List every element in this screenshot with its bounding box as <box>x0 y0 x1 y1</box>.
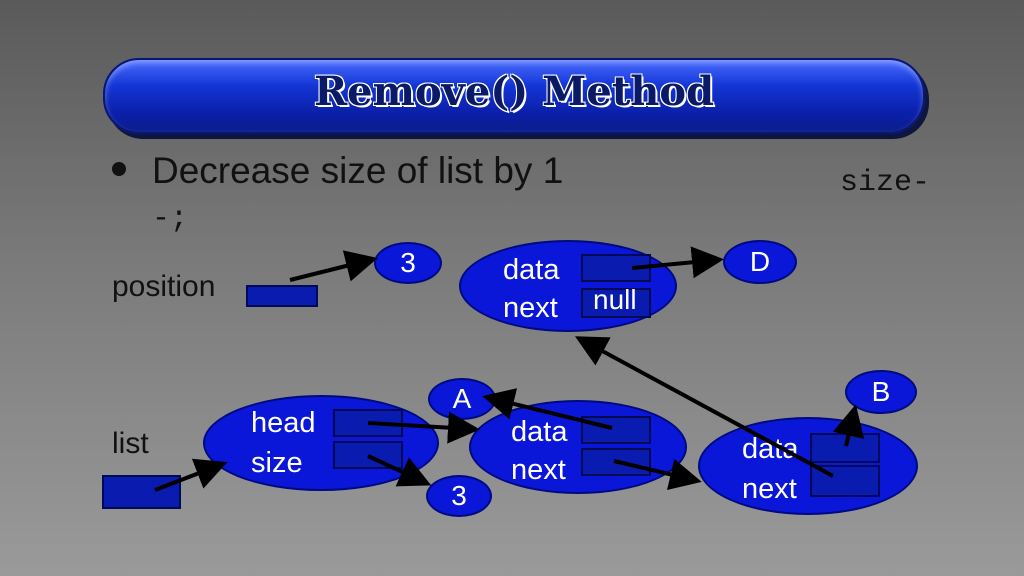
node-top: data next null <box>459 240 677 332</box>
arrow-position-to-3 <box>289 250 378 282</box>
slide-title: Remove() Method <box>313 68 715 115</box>
node-top-data-label: data <box>503 254 560 286</box>
bullet-text: Decrease size of list by 1 <box>152 150 564 191</box>
arrow-node-b-next-to-top <box>574 336 834 478</box>
code-line-2: -; <box>152 202 189 236</box>
arrow-list-to-header <box>154 458 228 492</box>
size-value-node: 3 <box>426 475 492 517</box>
size-label: size <box>251 447 303 479</box>
position-label: position <box>112 270 216 303</box>
arrow-size-to-3 <box>367 454 432 487</box>
node-a-data-label: data <box>511 416 568 448</box>
node-b-next-label: next <box>742 473 797 505</box>
title-banner: Remove() Method <box>103 58 925 134</box>
arrow-node-a-data-to-A <box>482 388 613 430</box>
arrow-node-a-next-to-node-b <box>613 458 702 491</box>
node-top-data-value: D <box>723 240 797 284</box>
node-a-next-label: next <box>511 454 566 486</box>
node-b-data-label: data <box>742 433 799 465</box>
code-line-1: size- <box>840 166 931 200</box>
size-slot <box>333 441 403 469</box>
node-top-next-slot: null <box>581 284 651 318</box>
position-box <box>246 285 318 307</box>
position-value-node: 3 <box>374 242 442 284</box>
list-box <box>102 475 181 509</box>
node-b-data-value: B <box>845 370 917 414</box>
node-b: data next <box>698 417 918 515</box>
arrow-top-data-to-D <box>631 246 724 279</box>
list-label: list <box>112 427 149 460</box>
arrow-node-b-data-to-B <box>832 404 865 447</box>
arrow-head-to-node-a <box>367 411 480 444</box>
node-a: data next <box>469 400 687 494</box>
node-top-next-label: next <box>503 292 558 324</box>
head-label: head <box>251 407 316 439</box>
node-a-data-slot <box>581 416 651 444</box>
bullet-dot <box>112 162 126 176</box>
null-value: null <box>593 284 637 315</box>
